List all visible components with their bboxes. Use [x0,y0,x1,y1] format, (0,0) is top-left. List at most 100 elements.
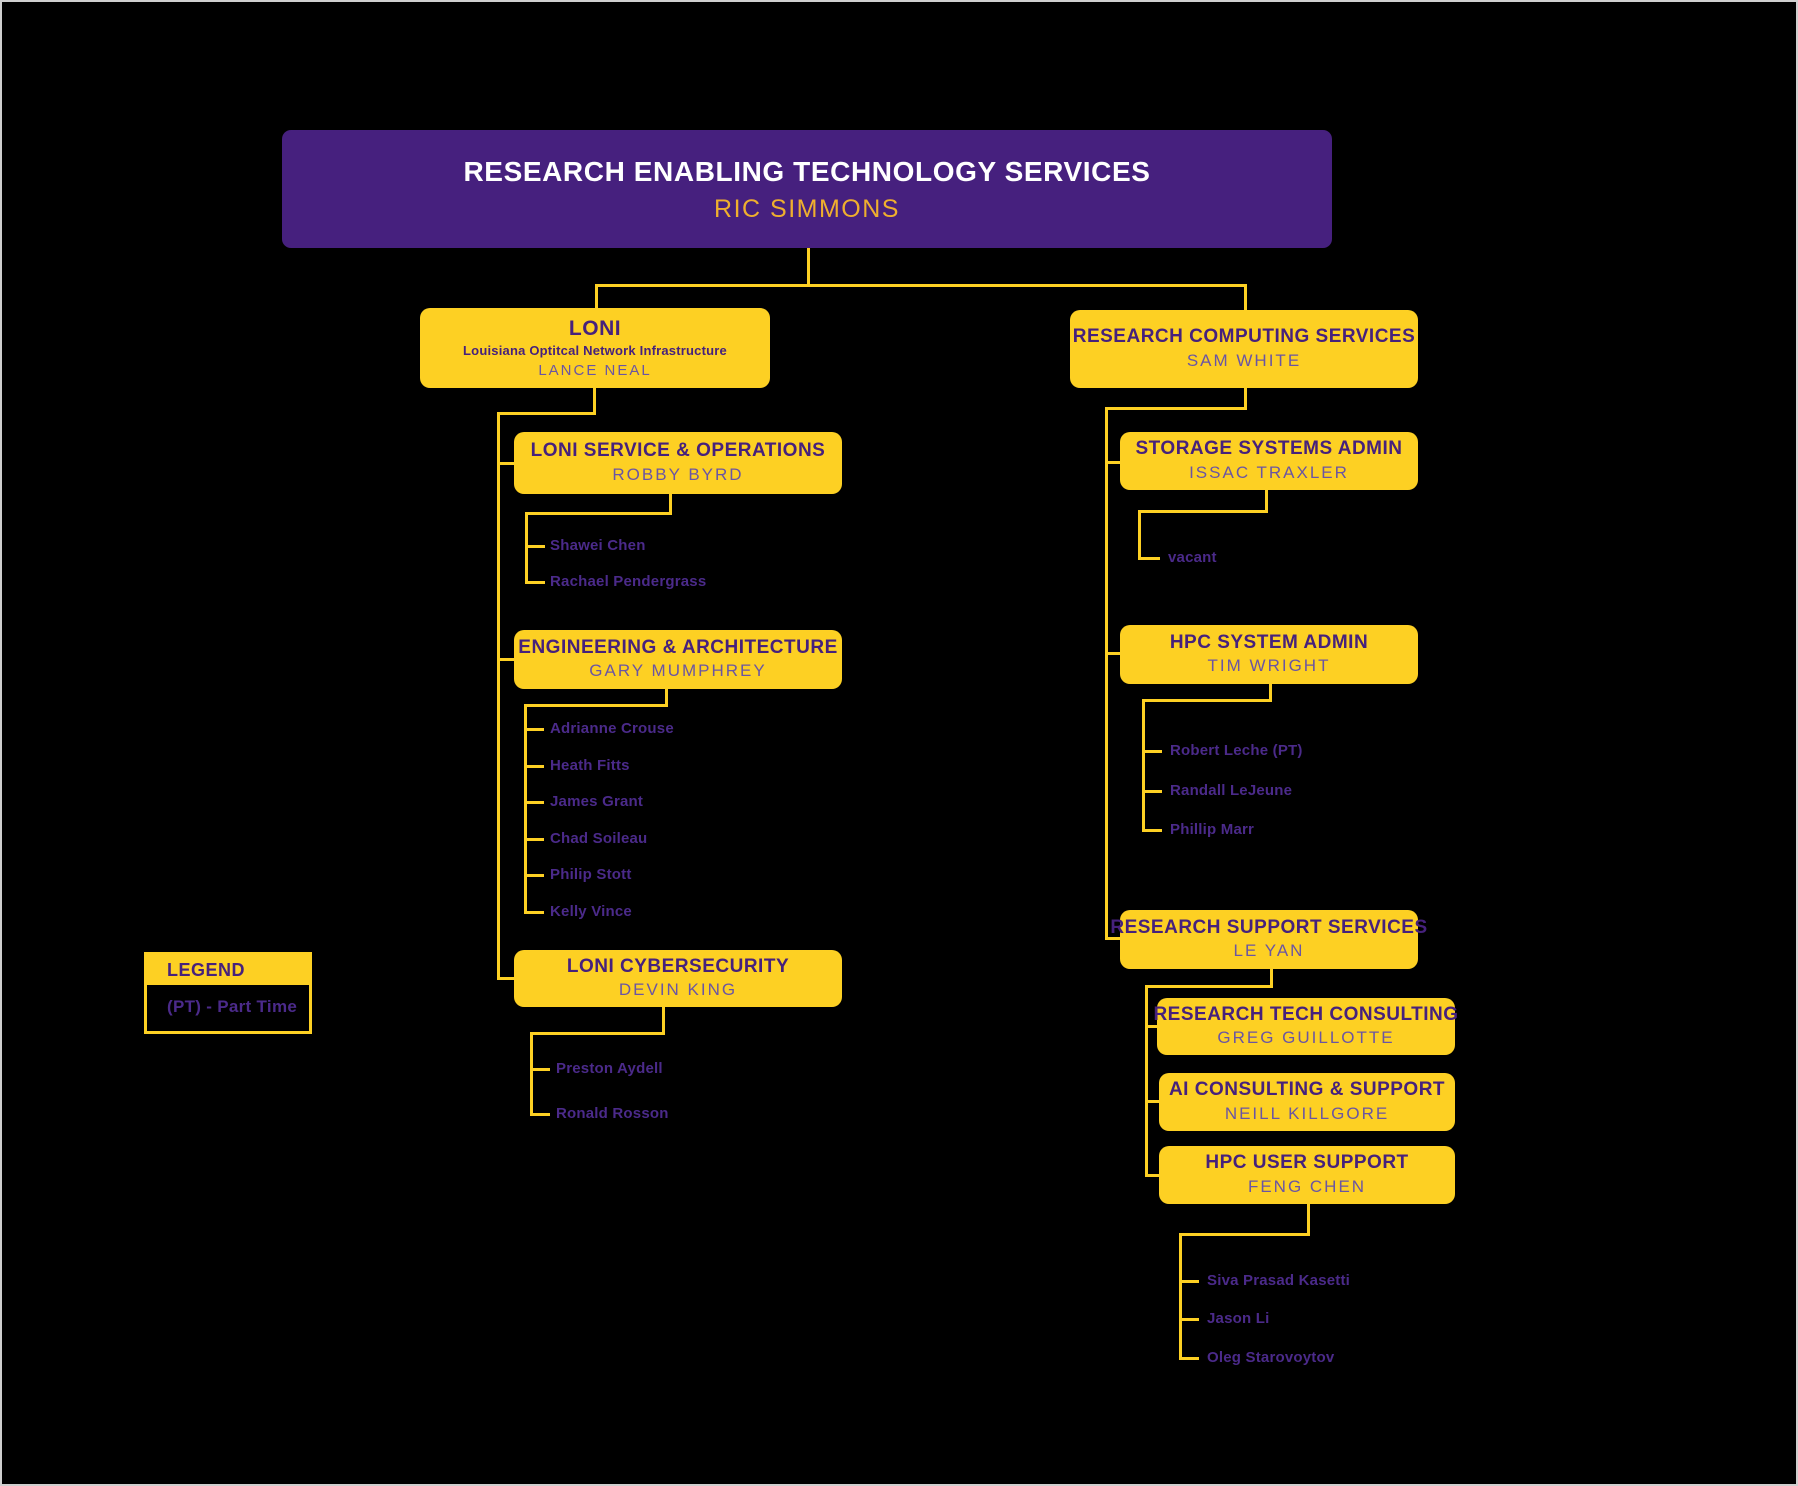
box-title: LONI SERVICE & OPERATIONS [530,440,826,462]
connector [1142,750,1162,753]
connector [524,765,544,768]
box-title: RESEARCH TECH CONSULTING [1153,1003,1459,1025]
member-name: Robert Leche (PT) [1170,742,1303,759]
member-name: Jason Li [1207,1310,1270,1327]
connector [807,248,810,284]
connector [1105,407,1108,940]
member-name: Heath Fitts [550,757,630,774]
box-title: AI CONSULTING & SUPPORT [1168,1079,1446,1101]
box-manager-name: ISSAC TRAXLER [1189,462,1349,482]
box-engineering-architecture: ENGINEERING & ARCHITECTURE GARY MUMPHREY [514,630,842,689]
connector [593,388,596,412]
member-name: Siva Prasad Kasetti [1207,1272,1351,1289]
box-research-support-services: RESEARCH SUPPORT SERVICES LE YAN [1110,910,1427,969]
box-loni-cybersecurity: LONI CYBERSECURITY DEVIN KING [514,950,842,1007]
connector [1145,985,1273,988]
box-manager-name: NEILL KILLGORE [1224,1103,1390,1123]
connector [1244,388,1247,407]
root-manager-name: RIC SIMMONS [714,195,900,224]
legend-entry-pt-part-time: (PT) - Part Time [167,997,298,1016]
connector [524,838,544,841]
member-name: Randall LeJeune [1170,782,1293,799]
connector [1307,1204,1310,1233]
connector [524,874,544,877]
connector [497,412,596,415]
connector [530,1032,665,1035]
connector [665,689,668,704]
connector [497,658,514,661]
box-hpc-user-support: HPC USER SUPPORT FENG CHEN [1159,1146,1455,1204]
member-name: Rachael Pendergrass [550,573,707,590]
connector [1142,699,1145,832]
connector [525,545,545,548]
box-manager-name: TIM WRIGHT [1207,656,1331,676]
connector [530,1068,550,1071]
box-manager-name: SAM WHITE [1186,350,1302,370]
box-hpc-system-admin: HPC SYSTEM ADMIN TIM WRIGHT [1120,625,1418,684]
connector [1244,284,1247,310]
box-title: RESEARCH SUPPORT SERVICES [1110,916,1428,938]
box-research-computing-services: RESEARCH COMPUTING SERVICES SAM WHITE [1070,310,1418,388]
box-manager-name: GARY MUMPHREY [589,661,767,681]
box-title: HPC SYSTEM ADMIN [1169,631,1369,653]
box-research-tech-consulting: RESEARCH TECH CONSULTING GREG GUILLOTTE [1153,998,1458,1055]
legend-box: LEGEND (PT) - Part Time [144,952,312,1034]
connector [1270,969,1273,985]
box-manager-name: ROBBY BYRD [612,464,744,484]
connector [1105,937,1120,940]
connector [525,512,528,584]
box-manager-name: LE YAN [1233,941,1305,961]
member-name: vacant [1168,549,1217,566]
root-title: RESEARCH ENABLING TECHNOLOGY SERVICES [463,156,1151,188]
box-storage-systems-admin: STORAGE SYSTEMS ADMIN ISSAC TRAXLER [1120,432,1418,490]
connector [1179,1357,1199,1360]
box-manager-name: LANCE NEAL [538,361,652,379]
box-title: HPC USER SUPPORT [1205,1152,1409,1174]
connector [524,911,544,914]
box-title: LONI CYBERSECURITY [566,955,790,977]
connector [497,412,500,980]
connector [1138,510,1268,513]
connector [525,581,545,584]
connector [1179,1233,1182,1360]
member-name: Oleg Starovoytov [1207,1349,1335,1366]
member-name: Kelly Vince [550,903,632,920]
connector [524,728,544,731]
connector [1145,1100,1159,1103]
connector [530,1032,533,1116]
connector [595,284,598,308]
connector [1138,557,1160,560]
box-loni: LONI Louisiana Optitcal Network Infrastr… [420,308,770,388]
box-title: RESEARCH COMPUTING SERVICES [1072,326,1416,348]
box-manager-name: GREG GUILLOTTE [1217,1028,1395,1048]
box-manager-name: FENG CHEN [1247,1176,1367,1196]
box-title: ENGINEERING & ARCHITECTURE [518,636,838,658]
member-name: Ronald Rosson [556,1105,669,1122]
connector [1145,1174,1159,1177]
member-name: Philip Stott [550,866,632,883]
connector [1142,790,1162,793]
box-subtitle: Louisiana Optitcal Network Infrastructur… [463,343,727,359]
connector [1265,490,1268,510]
connector [1145,1025,1157,1028]
legend-title: LEGEND [147,955,309,985]
connector [1269,684,1272,699]
connector [1138,510,1141,560]
box-manager-name: DEVIN KING [618,980,738,1000]
connector [669,494,672,512]
connector [662,1007,665,1032]
connector [1142,699,1272,702]
member-name: Shawei Chen [550,537,646,554]
connector [1142,829,1162,832]
connector [1179,1280,1199,1283]
connector [525,512,672,515]
box-ai-consulting-support: AI CONSULTING & SUPPORT NEILL KILLGORE [1159,1073,1455,1131]
connector [595,284,1247,287]
box-loni-service-operations: LONI SERVICE & OPERATIONS ROBBY BYRD [514,432,842,494]
member-name: Chad Soileau [550,830,648,847]
connector [1145,985,1148,1177]
connector [1179,1318,1199,1321]
member-name: Adrianne Crouse [550,720,674,737]
member-name: Preston Aydell [556,1060,663,1077]
